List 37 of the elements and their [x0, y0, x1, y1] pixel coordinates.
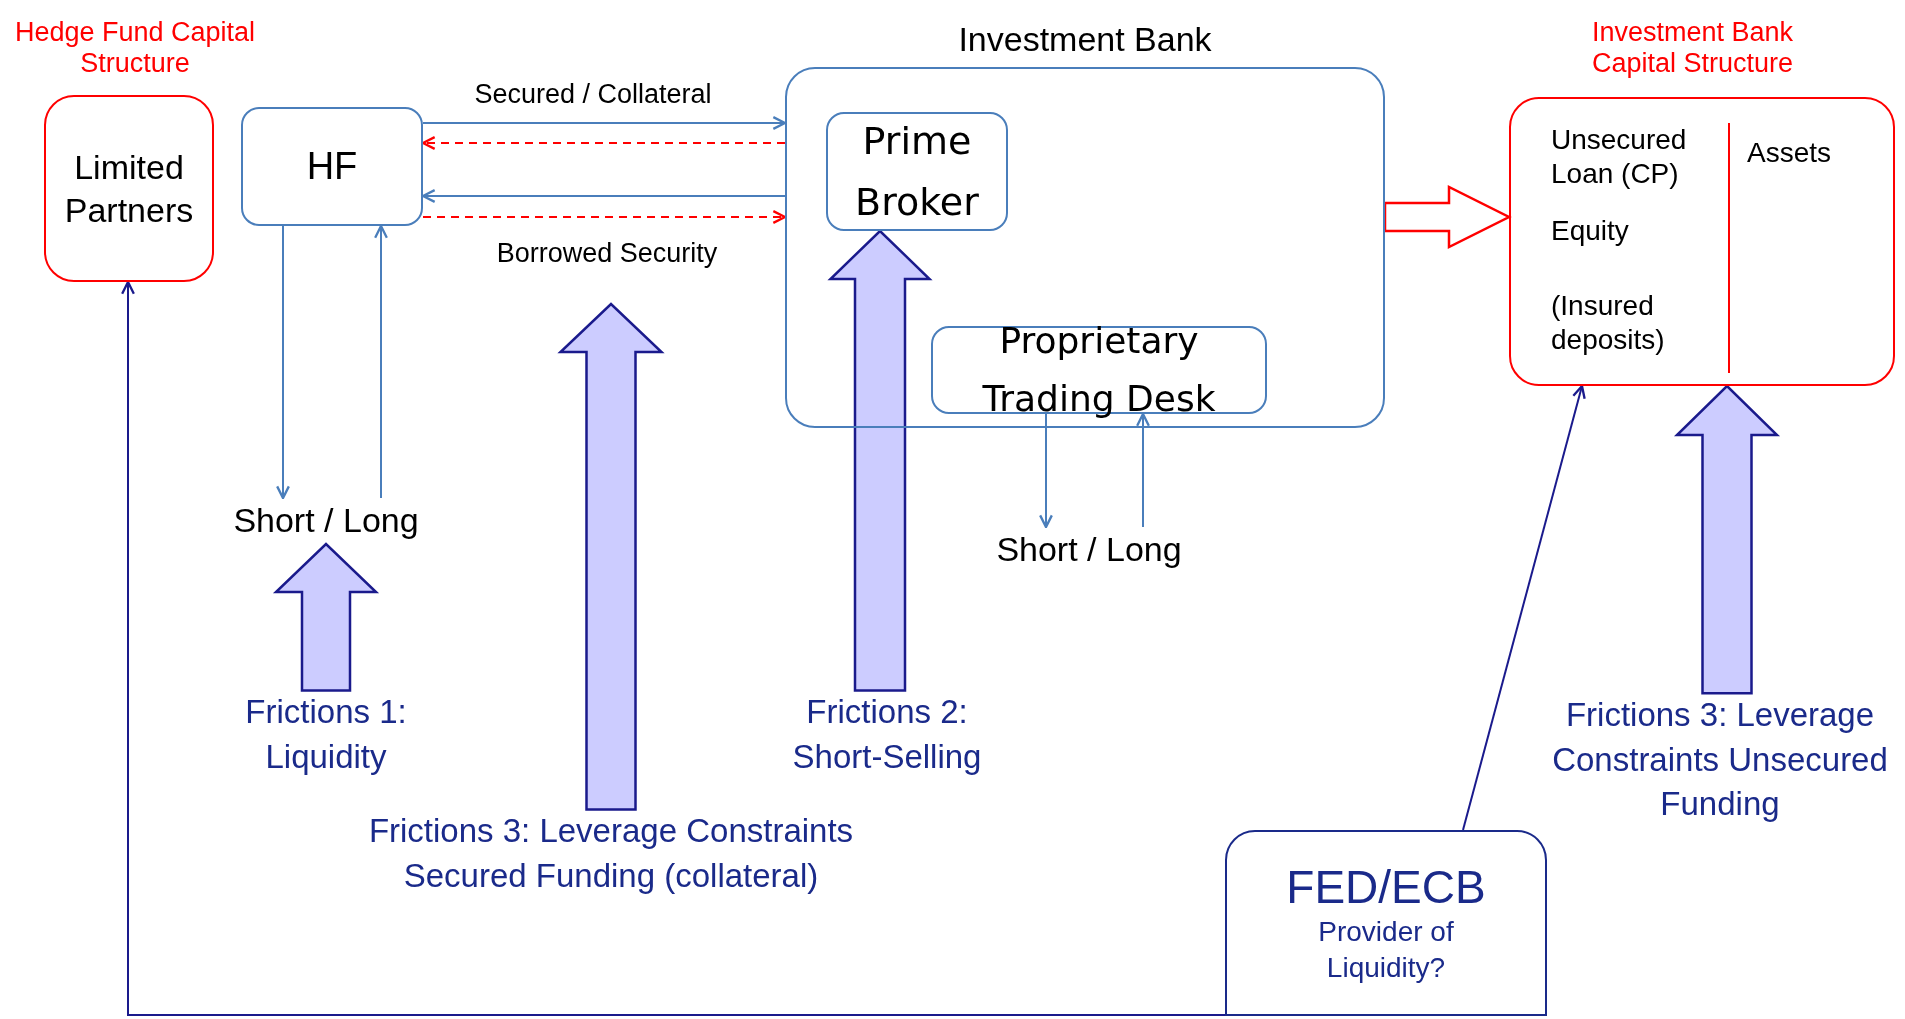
text-label: Short / Long — [996, 529, 1182, 571]
arrow — [1136, 412, 1150, 529]
arrow — [422, 116, 787, 130]
box-text: (Insured deposits) — [1551, 289, 1666, 357]
block-arrow — [1673, 384, 1781, 695]
box-heading: Investment Bank — [958, 20, 1212, 60]
box-text: Proprietary Trading Desk — [981, 319, 1217, 421]
box-text: Prime Broker — [854, 117, 980, 226]
text-label: Frictions 3: Leverage Constraints Secured Funding (collateral) — [367, 811, 855, 896]
rounded-box — [1225, 830, 1547, 1016]
box-text: HF — [306, 144, 358, 190]
box-text: Equity — [1551, 214, 1630, 248]
box-heading: Hedge Fund Capital Structure — [13, 16, 257, 80]
arrow — [374, 224, 388, 500]
box-text: Assets — [1747, 137, 1832, 169]
arrow — [1462, 384, 1586, 831]
arrow — [421, 189, 786, 203]
box-heading: Investment Bank Capital Structure — [1590, 16, 1795, 80]
arrow — [121, 280, 1226, 1016]
box-text: Provider of Liquidity? — [1317, 914, 1455, 985]
rounded-box — [241, 107, 423, 226]
block-arrow — [827, 229, 933, 692]
box-text: Unsecured Loan (CP) — [1551, 123, 1688, 191]
arrow — [276, 225, 290, 500]
dashed-arrow — [421, 136, 786, 150]
block-arrow — [1383, 184, 1512, 250]
text-label: Short / Long — [233, 500, 419, 542]
box-text: Limited Partners — [63, 147, 195, 231]
block-arrow — [272, 542, 380, 692]
text-label: Frictions 3: Leverage Constraints Unsecured Funding — [1551, 695, 1889, 825]
dashed-arrow — [422, 210, 787, 224]
text-label: Frictions 1: Liquidity — [244, 692, 408, 777]
box-text: FED/ECB — [1286, 859, 1486, 914]
text-label: Frictions 2: Short-Selling — [791, 692, 983, 777]
block-arrow — [557, 302, 665, 811]
arrow — [1039, 413, 1053, 529]
rounded-box — [826, 112, 1008, 231]
